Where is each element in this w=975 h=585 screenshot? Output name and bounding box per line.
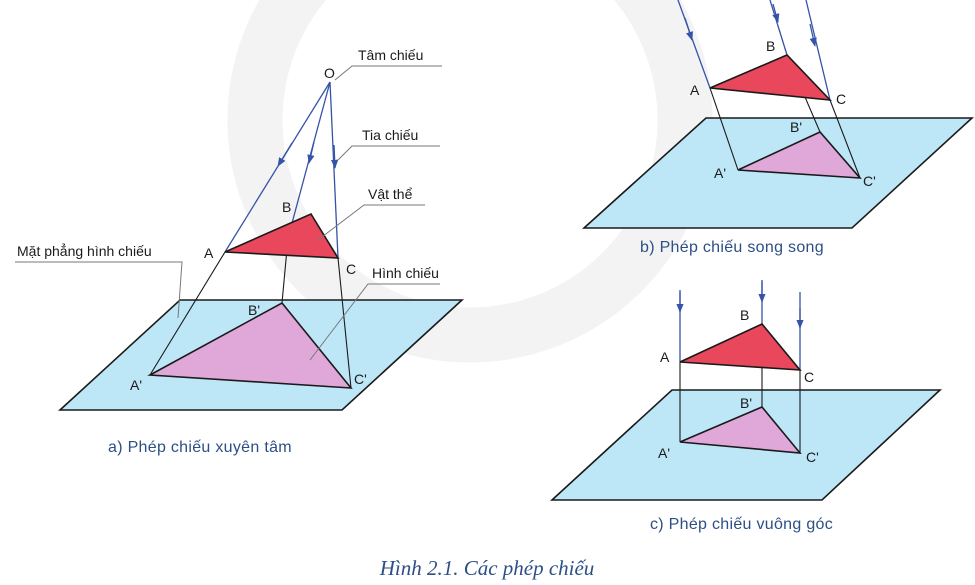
diagram-orthogonal-projection: A B C A' B' C' c) Phép chiếu vuông góc	[549, 280, 943, 533]
diagram-parallel-projection: A B C A' B' C' b) Phép chiếu song song	[581, 0, 975, 256]
object-triangle-c	[679, 323, 802, 371]
image-triangle-b	[737, 131, 862, 179]
ray-b-a	[677, 0, 711, 89]
leader-ray	[337, 145, 440, 161]
point-c-c-prime: C'	[806, 449, 819, 465]
point-b-c-prime: C'	[863, 173, 876, 189]
point-c-b: B	[740, 307, 749, 323]
point-c-c: C	[804, 369, 814, 385]
figure-title: Hình 2.1. Các phép chiếu	[379, 556, 595, 580]
point-c-a: A	[660, 349, 670, 365]
ray-arrow-b-2	[772, 3, 780, 23]
point-b-b-prime: B'	[790, 119, 802, 135]
ray-o-a	[224, 81, 331, 253]
ray-arrow-b-1	[684, 17, 693, 41]
point-a-prime: A'	[130, 377, 142, 393]
point-o: O	[324, 65, 335, 81]
leader-center	[334, 65, 442, 81]
point-a: A	[204, 245, 214, 261]
watermark	[227, 0, 713, 363]
caption-orthogonal-projection: c) Phép chiếu vuông góc	[650, 516, 833, 533]
label-center-of-projection: Tâm chiếu	[358, 47, 423, 63]
ray-segment-c	[337, 257, 352, 389]
point-b-prime: B'	[248, 302, 260, 318]
caption-parallel-projection: b) Phép chiếu song song	[640, 239, 824, 256]
point-c: C	[346, 261, 356, 277]
point-b-a: A	[690, 82, 700, 98]
ray-arrow-3	[331, 144, 339, 169]
point-c-a-prime: A'	[658, 445, 670, 461]
ray-segment-b-a	[709, 87, 739, 171]
point-c-prime: C'	[354, 371, 367, 387]
point-c-b-prime: B'	[740, 395, 752, 411]
label-object: Vật thể	[368, 186, 413, 202]
ray-arrow-1	[277, 142, 293, 167]
label-image: Hình chiếu	[372, 265, 439, 281]
leader-image	[309, 283, 440, 361]
leader-plane	[15, 261, 183, 319]
caption-central-projection: a) Phép chiếu xuyên tâm	[108, 439, 292, 456]
point-b-a-prime: A'	[714, 165, 726, 181]
image-triangle-c	[679, 406, 802, 454]
label-projection-plane: Mặt phẳng hình chiếu	[17, 242, 152, 259]
ray-b-b	[769, 0, 788, 56]
ray-segment-b-c	[829, 99, 861, 179]
object-triangle-a	[224, 212, 340, 259]
point-b-b: B	[766, 38, 775, 54]
label-projection-ray: Tia chiếu	[362, 127, 418, 143]
leader-object	[317, 204, 425, 241]
point-b: B	[282, 199, 291, 215]
ray-arrow-2	[307, 141, 315, 164]
diagram-central-projection: Tâm chiếu Tia chiếu Vật thể Mặt phẳng hì…	[15, 47, 465, 456]
ray-arrow-b-3	[809, 23, 817, 47]
ray-segment-a	[149, 251, 226, 376]
ray-b-c	[805, 0, 831, 101]
image-triangle-a	[147, 301, 353, 389]
ray-o-c	[329, 81, 339, 259]
object-triangle-b	[709, 54, 833, 102]
point-b-c: C	[836, 91, 846, 107]
